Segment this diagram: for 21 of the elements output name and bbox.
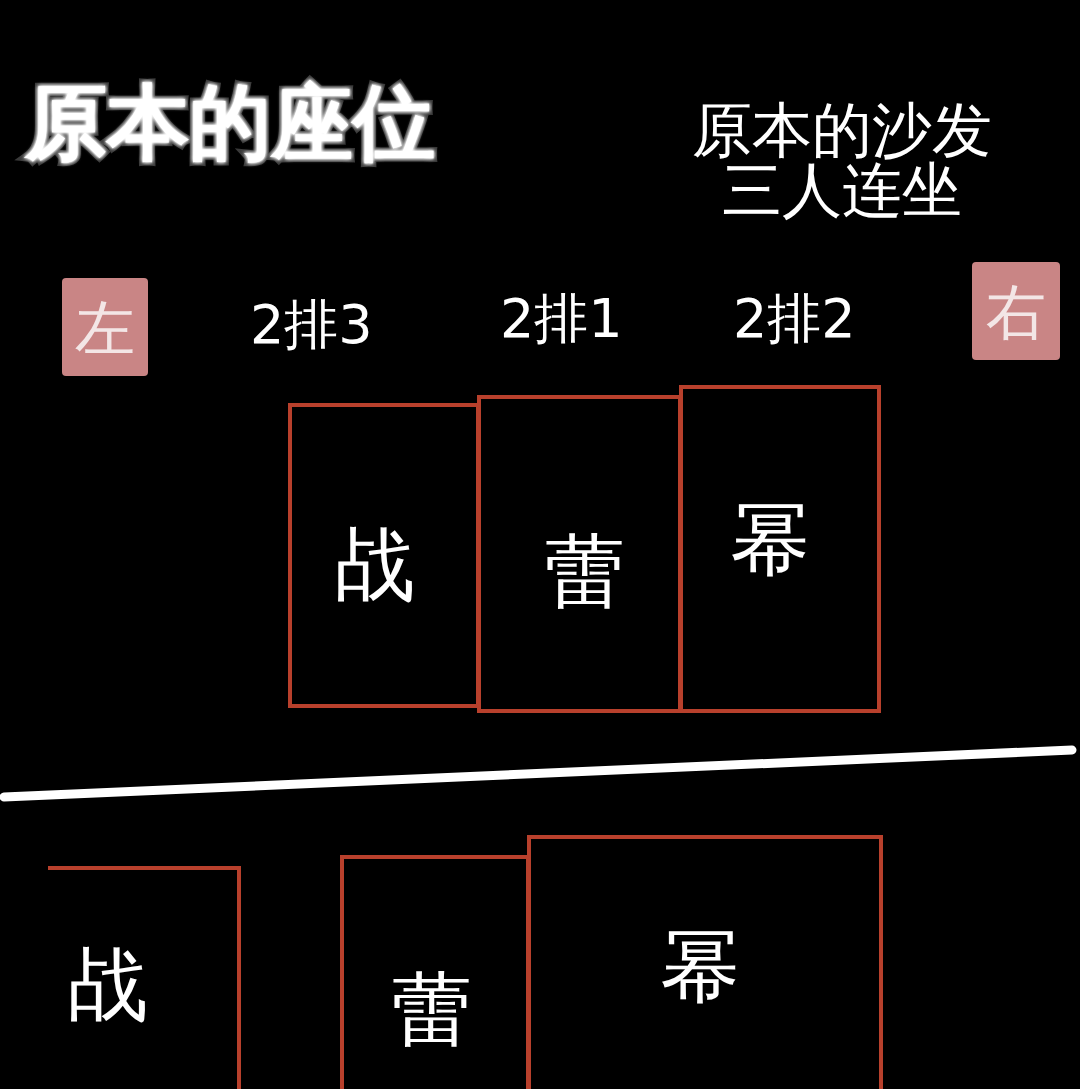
seat-name: 蕾 [545, 532, 625, 612]
side-tag [62, 278, 148, 376]
seat-name: 战 [68, 945, 148, 1025]
seat-name: 蕾 [392, 970, 472, 1050]
seat-box [48, 866, 241, 1089]
title: 原本的座位 [25, 82, 435, 164]
seat-box [288, 403, 480, 708]
seat-number-label: 2排2 [733, 292, 856, 346]
seat-box [477, 395, 682, 713]
sofa-note: 原本的沙发三人连坐 [691, 100, 993, 220]
seat-number-label: 2排3 [250, 298, 373, 352]
side-text: 左 [75, 298, 135, 358]
seat-box [679, 385, 881, 713]
side-tag [972, 262, 1060, 360]
seat-number-label: 2排1 [500, 292, 623, 346]
seat-box [340, 855, 530, 1089]
seat-name: 战 [335, 525, 415, 605]
side-text: 右 [986, 282, 1046, 342]
seat-box [527, 835, 883, 1089]
seat-name: 幂 [730, 500, 810, 580]
seat-name: 幂 [660, 927, 740, 1007]
